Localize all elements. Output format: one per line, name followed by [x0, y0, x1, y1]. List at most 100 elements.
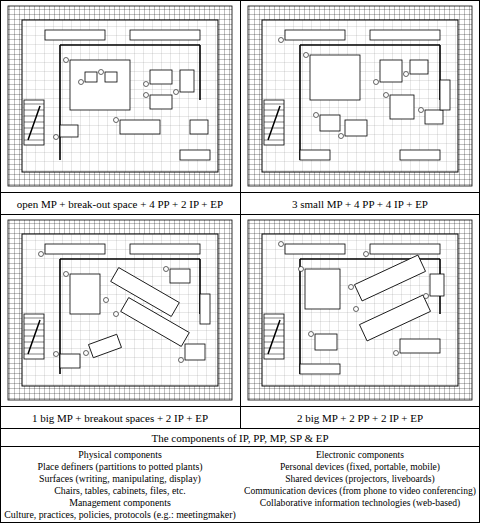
furniture — [285, 30, 345, 40]
stair-step — [24, 324, 44, 325]
furniture — [180, 70, 194, 92]
chair — [314, 113, 319, 118]
stair-step — [264, 348, 284, 349]
furniture — [190, 120, 208, 134]
building-wall — [248, 220, 472, 400]
component-item: Personal devices (fixed, portable, mobil… — [280, 461, 440, 473]
stair-step — [24, 140, 44, 141]
furniture — [410, 60, 428, 74]
furniture — [320, 115, 340, 131]
furniture — [370, 244, 440, 254]
plan-caption: 2 big MP + 2 PP + 2 IP + EP — [297, 412, 423, 424]
stair-arrow — [268, 106, 280, 140]
furniture — [400, 339, 440, 353]
floor-area — [262, 20, 458, 172]
label-cell: The components of IP, PP, MP, SP & EP — [0, 429, 480, 446]
stair-arrow — [28, 320, 40, 354]
chair — [384, 93, 389, 98]
furniture — [60, 125, 78, 137]
furniture — [370, 30, 440, 40]
chair — [349, 285, 354, 290]
chair — [84, 351, 89, 356]
stair-step — [264, 128, 284, 129]
chair — [304, 53, 309, 58]
building-wall — [8, 6, 232, 186]
furniture — [425, 110, 443, 124]
chair — [54, 352, 59, 357]
stair-step — [264, 140, 284, 141]
staircase — [24, 314, 44, 359]
chair — [39, 252, 44, 257]
furniture — [180, 150, 210, 160]
chair — [164, 267, 169, 272]
component-item: Communication devices (from phone to vid… — [244, 485, 476, 497]
furniture — [70, 60, 130, 110]
chair — [299, 267, 304, 272]
furniture — [315, 334, 337, 350]
stair-step — [264, 318, 284, 319]
chair — [179, 358, 184, 363]
chair — [79, 80, 84, 85]
furniture — [150, 70, 172, 84]
stair-step — [264, 324, 284, 325]
furniture — [300, 364, 340, 374]
chair — [104, 298, 109, 303]
chair — [144, 82, 149, 87]
furniture — [359, 295, 430, 341]
furniture — [430, 274, 444, 296]
stair-step — [24, 110, 44, 111]
chair — [144, 93, 149, 98]
staircase — [264, 314, 284, 359]
stair-step — [24, 318, 44, 319]
furniture — [380, 60, 402, 82]
label-cell: 1 big MP + breakout spaces + 2 IP + EP — [0, 407, 240, 428]
partition-wall — [60, 45, 200, 160]
chair — [114, 118, 119, 123]
component-item: Shared devices (projectors, liveboards) — [285, 473, 434, 485]
floor-area — [22, 20, 218, 172]
component-item: Surfaces (writing, manipulating, display… — [39, 473, 201, 485]
partition-wall — [300, 45, 440, 160]
chair — [99, 70, 104, 75]
chair — [114, 312, 119, 317]
building-wall — [8, 220, 232, 400]
stair-step — [24, 330, 44, 331]
stair-step — [24, 116, 44, 117]
stair-step — [264, 116, 284, 117]
stair-step — [24, 128, 44, 129]
stair-step — [264, 134, 284, 135]
chair — [354, 307, 359, 312]
column-heading: Electronic components — [316, 449, 404, 461]
stair-step — [24, 354, 44, 355]
furniture — [150, 95, 172, 109]
chair — [419, 108, 424, 113]
stair-step — [264, 354, 284, 355]
stair-step — [264, 110, 284, 111]
chair — [174, 90, 179, 95]
component-item: Chairs, tables, cabinets, files, etc. — [54, 485, 186, 497]
furniture — [300, 150, 330, 160]
stair-step — [264, 104, 284, 105]
partition-wall — [60, 259, 200, 374]
furniture — [440, 80, 450, 110]
chair — [64, 272, 69, 277]
stair-step — [24, 134, 44, 135]
furniture — [45, 30, 105, 40]
component-column: Electronic componentsPersonal devices (f… — [240, 449, 480, 509]
furniture — [305, 269, 340, 309]
furniture — [354, 255, 425, 301]
plan-caption: 1 big MP + breakout spaces + 2 IP + EP — [32, 412, 208, 424]
component-column: Physical componentsPlace definers (parti… — [0, 449, 240, 521]
chair — [339, 134, 344, 139]
floor-plan — [8, 6, 232, 186]
furniture — [89, 334, 122, 357]
label-cell: 3 small MP + 4 PP + 4 IP + EP — [240, 193, 480, 214]
column-heading: Management components — [69, 497, 171, 509]
plan-caption: open MP + break-out space + 4 PP + 2 IP … — [17, 198, 223, 210]
label-cell: open MP + break-out space + 4 PP + 2 IP … — [0, 193, 240, 214]
floor-plan — [248, 6, 472, 186]
floor-plan — [8, 220, 232, 400]
furniture — [170, 269, 190, 283]
floor-area — [262, 234, 458, 386]
